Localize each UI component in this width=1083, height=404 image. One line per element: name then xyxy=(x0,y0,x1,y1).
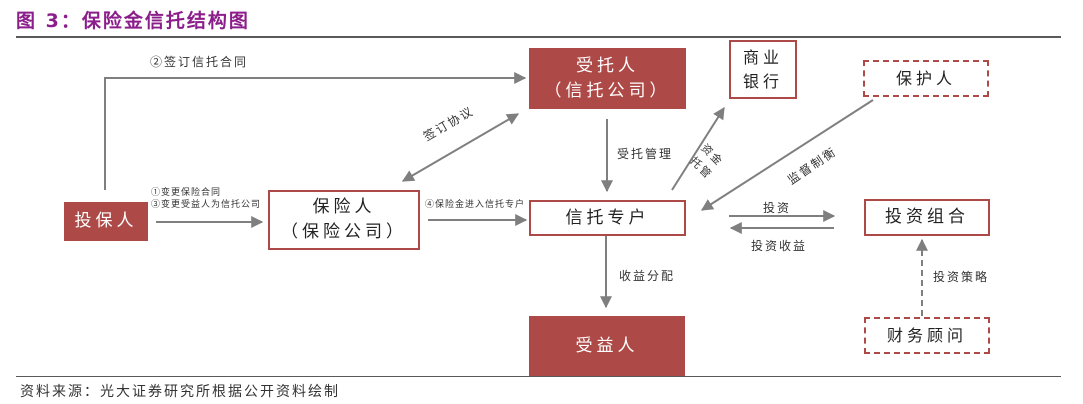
node-commercial-bank: 商业 银行 xyxy=(729,40,797,99)
label-change-policy-2: ③变更受益人为信托公司 xyxy=(151,200,262,210)
label-change-policy-1: ①变更保险合同 xyxy=(151,188,222,198)
node-trustee-label-2: （信托公司） xyxy=(544,80,671,101)
node-financial-advisor: 财务顾问 xyxy=(864,317,990,354)
node-policyholder-label: 投保人 xyxy=(74,211,138,232)
source-note: 资料来源：光大证券研究所根据公开资料绘制 xyxy=(20,384,340,400)
label-investment-return: 投资收益 xyxy=(751,239,808,253)
arrow-sign-trust-contract xyxy=(104,72,527,190)
label-strategy: 投资策略 xyxy=(933,270,990,284)
node-trustee-label-1: 受托人 xyxy=(576,55,639,76)
node-portfolio: 投资组合 xyxy=(864,199,990,236)
label-distribution: 收益分配 xyxy=(619,269,676,283)
node-trust-account-label: 信托专户 xyxy=(565,207,650,228)
node-insurer-label-1: 保险人 xyxy=(312,197,376,218)
label-invest: 投资 xyxy=(763,201,792,215)
node-portfolio-label: 投资组合 xyxy=(885,207,969,228)
arrow-supervision xyxy=(700,99,874,211)
arrow-sign-agreement xyxy=(401,113,520,182)
node-insurer-label-2: （保险公司） xyxy=(281,222,407,242)
top-rule xyxy=(16,36,1061,38)
label-trust-management: 受托管理 xyxy=(617,147,674,161)
node-protector: 保护人 xyxy=(863,60,989,97)
node-trustee: 受托人 （信托公司） xyxy=(529,48,686,109)
node-protector-label: 保护人 xyxy=(895,68,956,88)
node-trust-account: 信托专户 xyxy=(529,200,686,236)
bottom-rule xyxy=(16,376,1061,377)
node-policyholder: 投保人 xyxy=(64,202,148,241)
label-proceeds-into-account: ④保险金进入信托专户 xyxy=(425,200,526,210)
figure-title: 图 3：保险金信托结构图 xyxy=(16,10,250,32)
node-insurer: 保险人 （保险公司） xyxy=(268,190,420,250)
node-advisor-label: 财务顾问 xyxy=(886,325,967,345)
node-bank-label-2: 银行 xyxy=(742,71,783,91)
label-sign-trust-contract: ②签订信托合同 xyxy=(150,55,249,69)
node-beneficiary-label: 受益人 xyxy=(575,335,639,356)
arrow-custody xyxy=(671,106,725,191)
node-bank-label-1: 商业 xyxy=(742,48,783,68)
node-beneficiary: 受益人 xyxy=(529,316,685,376)
